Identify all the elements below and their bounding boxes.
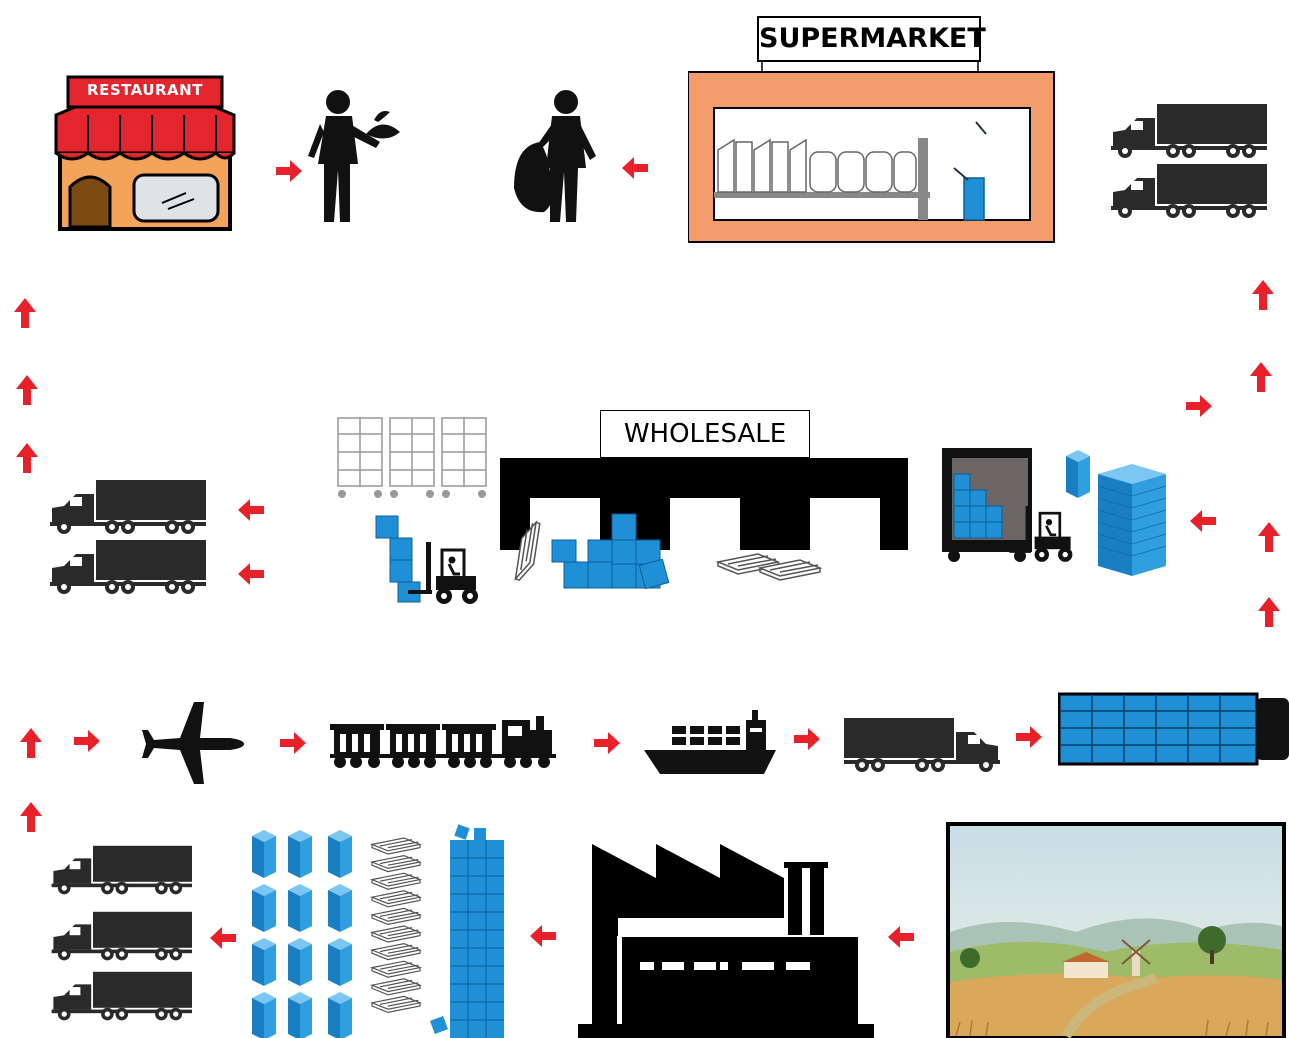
supermarket-icon (688, 60, 1056, 244)
train-icon (294, 702, 588, 784)
truck-icon (51, 911, 192, 961)
arrow-up-icon (16, 443, 38, 473)
arrow-up-icon (1258, 522, 1280, 552)
arrow-up-icon (20, 802, 42, 832)
arrow-icon (1016, 726, 1042, 748)
truck-loading-icon (940, 444, 1166, 578)
arrow-up-icon (1252, 280, 1274, 310)
arrow-up-icon (1258, 597, 1280, 627)
farm-landscape-icon (946, 822, 1286, 1038)
arrow-up-icon (16, 375, 38, 405)
arrow-up-icon (14, 298, 36, 328)
arrow-icon (794, 728, 820, 750)
truck-icon (830, 710, 1008, 776)
arrow-icon (74, 730, 100, 752)
arrow-icon (530, 925, 556, 947)
arrow-icon (210, 927, 236, 949)
person-carrying-bag-icon (510, 84, 602, 226)
arrow-icon (888, 926, 914, 948)
truck-icon (1111, 164, 1267, 218)
truck-icon (51, 845, 192, 895)
arrow-icon (276, 160, 302, 182)
warehouse-icon (500, 458, 910, 603)
truck-icon (50, 540, 206, 594)
factory-icon (570, 828, 884, 1038)
arrow-up-icon (20, 728, 42, 758)
person-eating-icon (300, 84, 405, 226)
trucks-bottom-left (46, 840, 196, 1030)
wholesale-sign: WHOLESALE (600, 410, 810, 458)
stock-boxes-pallets-icon (246, 822, 508, 1038)
truck-icon (50, 480, 206, 534)
arrow-up-icon (1250, 362, 1272, 392)
restaurant-sign-label: RESTAURANT (87, 81, 203, 99)
truck-icon (1111, 104, 1267, 158)
ship-icon (642, 706, 780, 776)
trucks-left (44, 472, 210, 596)
arrow-icon (594, 732, 620, 754)
trucks-top-right (1105, 94, 1273, 218)
arrow-icon (238, 563, 264, 585)
arrow-icon (622, 157, 648, 179)
supermarket-sign: SUPERMARKET (757, 16, 986, 62)
arrow-icon (238, 499, 264, 521)
forklift-with-boxes-icon (372, 512, 480, 612)
arrow-icon (1190, 510, 1216, 532)
truck-icon (51, 971, 192, 1021)
roll-cage-icon (332, 414, 492, 504)
container-icon (1058, 692, 1289, 766)
restaurant-icon: RESTAURANT (50, 75, 240, 233)
arrow-icon (1186, 395, 1212, 417)
airplane-icon (140, 696, 252, 794)
